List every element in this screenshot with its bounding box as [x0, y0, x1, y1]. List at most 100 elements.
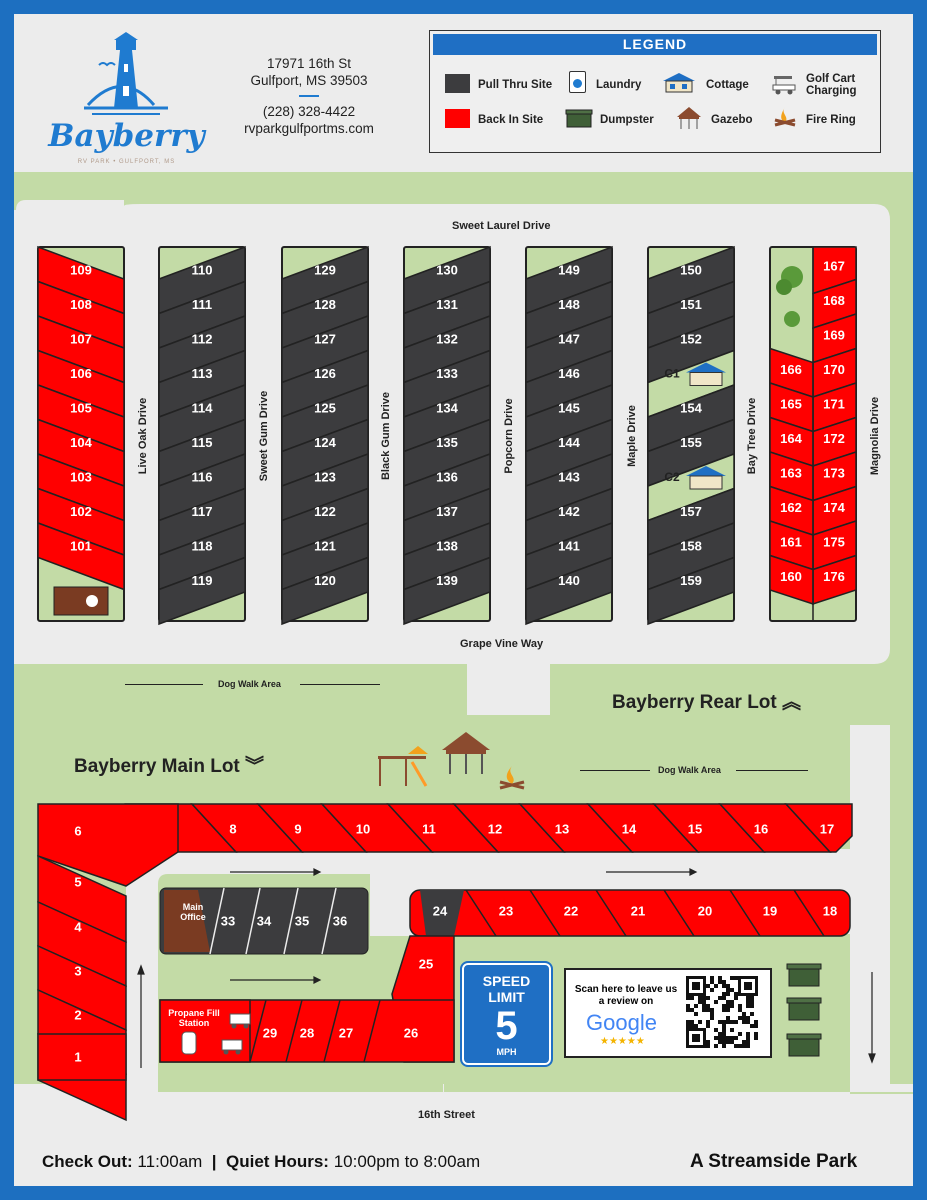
site-number: 108	[70, 297, 92, 312]
quiet-label: Quiet Hours:	[226, 1152, 329, 1171]
site-number: 106	[70, 366, 92, 381]
site-number: 103	[70, 469, 92, 484]
site-number: 165	[780, 396, 802, 411]
site-number: 161	[780, 534, 802, 549]
site-101[interactable]	[37, 521, 125, 591]
main-lot-label: Bayberry Main Lot ︾	[74, 751, 264, 778]
site-column: 1671681691701711721731741751761661651641…	[769, 246, 857, 622]
propane-tank-icon	[181, 1031, 197, 1055]
site-119[interactable]	[158, 556, 246, 626]
speed-line-2: LIMIT	[488, 989, 525, 1005]
checkout-time: 11:00am	[137, 1152, 203, 1171]
golf-cart-icon	[221, 1039, 243, 1055]
site-number: 9	[294, 821, 301, 836]
dumpster-icon	[786, 1033, 822, 1057]
review-stars: ★★★★★	[600, 1036, 645, 1047]
legend-title: LEGEND	[433, 34, 877, 55]
road-sweet-gum: Sweet Gum Drive	[258, 390, 270, 482]
site-139[interactable]	[403, 556, 491, 626]
legend-label: Laundry	[596, 79, 642, 91]
site-number: 124	[314, 435, 336, 450]
pull-thru-swatch	[445, 74, 470, 93]
site-number: 146	[558, 366, 580, 381]
main-office-label: Main Office	[180, 902, 206, 922]
dumpster-icon	[565, 109, 593, 128]
site-number: 26	[404, 1025, 418, 1040]
fire-ring-icon	[774, 107, 796, 127]
legend-label: Golf Cart Charging	[806, 73, 857, 97]
site-number: 11	[422, 821, 436, 836]
lighthouse-icon	[84, 32, 168, 115]
review-box[interactable]: Scan here to leave us a review on Google…	[564, 968, 772, 1058]
tree-icon	[776, 266, 803, 327]
road-popcorn: Popcorn Drive	[503, 398, 515, 474]
legend-label: Dumpster	[600, 114, 654, 126]
site-number: 121	[314, 538, 336, 553]
site-number: 25	[419, 956, 433, 971]
site-number: 20	[698, 903, 712, 918]
site-number: 133	[436, 366, 458, 381]
brand-tagline: RV PARK • GULFPORT, MS	[77, 159, 176, 165]
site-number: 151	[680, 297, 702, 312]
golf-cart-icon	[772, 76, 796, 95]
site-number: 17	[820, 821, 834, 836]
traffic-arrows	[137, 868, 876, 1068]
site-159[interactable]	[647, 556, 735, 626]
site-number: 23	[499, 903, 513, 918]
site-number: 4	[74, 919, 82, 934]
golf-cart-icon	[229, 1013, 251, 1029]
website[interactable]: rvparkgulfportms.com	[244, 121, 374, 136]
arrow-left	[580, 770, 650, 771]
site-number: 114	[192, 400, 214, 415]
legend-label: Cottage	[706, 79, 749, 91]
footer-hours: Check Out: 11:00am | Quiet Hours: 10:00p…	[42, 1152, 480, 1172]
separator: |	[211, 1152, 217, 1171]
site-number: 157	[680, 504, 702, 519]
washer-icon	[569, 71, 586, 93]
contact-block: 17971 16th St Gulfport, MS 39503 (228) 3…	[229, 56, 389, 136]
site-number: 115	[192, 435, 213, 450]
site-120[interactable]	[281, 556, 369, 626]
site-number: 18	[823, 903, 837, 918]
site-number: 129	[314, 262, 336, 277]
site-number: 125	[314, 400, 336, 415]
cottage-icon	[663, 73, 695, 93]
site-number: 176	[823, 569, 845, 584]
site-number: 5	[74, 874, 81, 889]
site-number: 152	[680, 331, 702, 346]
site-number: 118	[192, 538, 213, 553]
site-number: 14	[622, 821, 637, 836]
site-number: 137	[436, 504, 458, 519]
site-140[interactable]	[525, 556, 613, 626]
site-number: 36	[333, 913, 347, 928]
qr-code-icon[interactable]	[686, 976, 758, 1048]
site-number: 22	[564, 903, 578, 918]
rear-lot-text: Bayberry Rear Lot	[612, 692, 777, 713]
site-number: 28	[300, 1025, 314, 1040]
speed-line-1: SPEED	[482, 973, 531, 989]
site-24[interactable]	[420, 890, 464, 936]
site-number: 1	[74, 1049, 81, 1064]
site-17[interactable]	[784, 803, 853, 853]
arrow-left	[125, 684, 203, 685]
site-number: 149	[558, 262, 580, 277]
site-number: 35	[295, 913, 309, 928]
road-maple: Maple Drive	[626, 405, 638, 467]
main-office-building[interactable]	[164, 890, 210, 952]
laundry-building	[53, 586, 109, 616]
site-number: 10	[356, 821, 370, 836]
gazebo-icon	[442, 732, 490, 774]
site-number: 120	[314, 573, 336, 588]
site-number: 13	[555, 821, 569, 836]
site-number: 128	[314, 297, 336, 312]
dumpster-icon	[786, 997, 822, 1021]
speed-unit: MPH	[496, 1047, 517, 1057]
site-number: 143	[558, 469, 580, 484]
phone[interactable]: (228) 328-4422	[262, 104, 356, 119]
site-number: 139	[436, 573, 458, 588]
site-number: 131	[436, 297, 458, 312]
review-text: Scan here to leave us a review on	[574, 984, 678, 1007]
site-6[interactable]	[37, 803, 179, 887]
